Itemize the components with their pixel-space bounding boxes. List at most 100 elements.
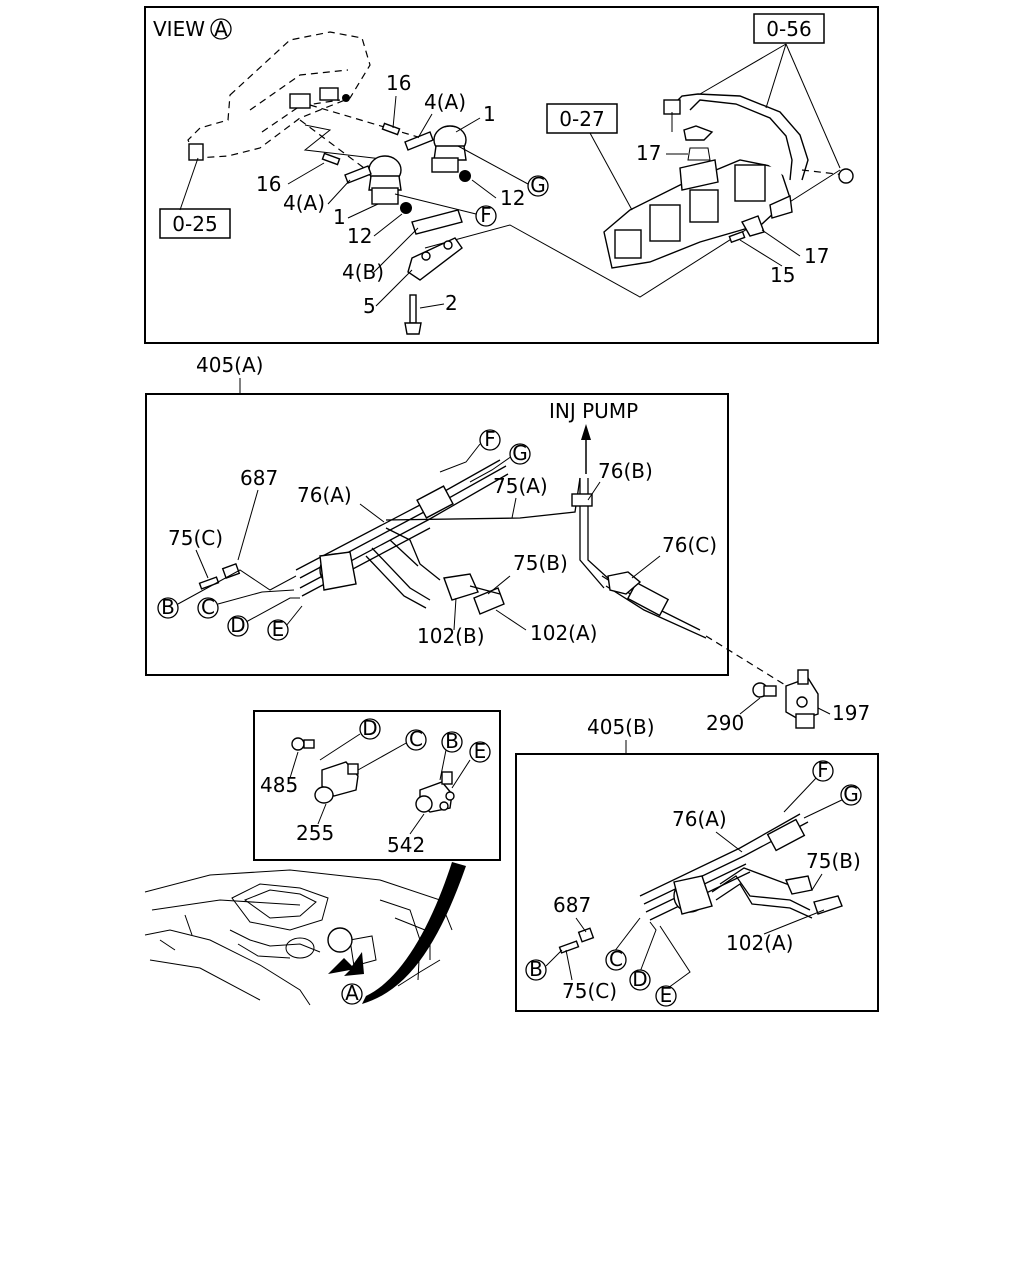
svg-text:12: 12 [500, 186, 525, 210]
svg-text:0-25: 0-25 [172, 212, 217, 236]
group-405b-label: 405(B) [587, 715, 655, 739]
marker-b-detail: B [441, 729, 463, 753]
svg-text:76(B): 76(B) [598, 459, 653, 483]
adapter-plate-5 [407, 237, 463, 281]
view-a-panel: VIEW A 0-56 0-27 0-25 [144, 6, 879, 344]
svg-text:D: D [362, 716, 377, 740]
marker-b-405a: B [157, 595, 179, 619]
svg-text:75(B): 75(B) [806, 849, 861, 873]
egr-valve-upper[interactable] [431, 125, 471, 182]
marker-g-405a: G [509, 441, 531, 465]
marker-d-detail: D [359, 716, 381, 740]
svg-text:76(A): 76(A) [297, 483, 352, 507]
bracket-17 [728, 215, 765, 244]
egr-valve-lower[interactable] [368, 155, 412, 214]
svg-text:E: E [272, 617, 285, 641]
bolt-2 [404, 294, 422, 335]
vsv-542 [415, 771, 455, 813]
marker-c-405a: C [197, 595, 219, 619]
marker-f-405b: F [812, 758, 834, 782]
detail-panel: 485 255 542 D C B E [253, 710, 501, 861]
vsv-197-group: 290 197 [706, 669, 870, 735]
svg-text:102(A): 102(A) [530, 621, 597, 645]
group-405a-frame [145, 393, 729, 676]
svg-text:E: E [474, 739, 487, 763]
ref-box-0-25[interactable]: 0-25 [159, 208, 231, 239]
svg-text:B: B [161, 595, 175, 619]
svg-text:0-56: 0-56 [766, 17, 811, 41]
svg-text:16: 16 [386, 71, 411, 95]
view-title-marker: A [210, 17, 232, 41]
svg-text:F: F [817, 758, 829, 782]
svg-text:16: 16 [256, 172, 281, 196]
stud-16-lower [321, 152, 341, 166]
svg-text:75(A): 75(A) [493, 474, 548, 498]
view-title: VIEW [153, 17, 205, 41]
marker-e-405b: E [655, 983, 677, 1007]
svg-text:A: A [214, 17, 228, 41]
part-labels-view-a: 16 4(A) 1 17 16 4(A) 12 1 12 4(B) 5 2 15 [256, 71, 829, 318]
svg-text:1: 1 [333, 205, 346, 229]
hose-bundle-405b [639, 813, 843, 921]
svg-text:687: 687 [240, 466, 278, 490]
svg-text:2: 2 [445, 291, 458, 315]
svg-text:D: D [632, 967, 647, 991]
gasket-4a-upper [404, 131, 434, 151]
svg-text:B: B [529, 957, 543, 981]
group-405a-panel: 405(A) INJ PUMP [145, 353, 791, 689]
svg-text:17: 17 [636, 141, 661, 165]
part-197: 197 [832, 701, 870, 725]
intake-manifold-drawing [187, 31, 371, 161]
svg-text:76(C): 76(C) [662, 533, 717, 557]
svg-text:F: F [480, 203, 492, 227]
svg-text:C: C [409, 727, 423, 751]
engine-bay-sketch: A [144, 862, 466, 1006]
svg-text:102(B): 102(B) [417, 624, 485, 648]
svg-text:75(B): 75(B) [513, 551, 568, 575]
svg-text:75(C): 75(C) [168, 526, 223, 550]
svg-text:17: 17 [804, 244, 829, 268]
svg-text:76(A): 76(A) [672, 807, 727, 831]
marker-g-405b: G [840, 782, 862, 806]
vsv-255 [291, 737, 359, 804]
inj-pump-label: INJ PUMP [549, 399, 638, 423]
svg-text:5: 5 [363, 294, 376, 318]
svg-text:75(C): 75(C) [562, 979, 617, 1003]
svg-text:687: 687 [553, 893, 591, 917]
marker-c-405b: C [605, 947, 627, 971]
marker-d-405a: D [227, 613, 249, 637]
part-542: 542 [387, 833, 425, 857]
svg-text:12: 12 [347, 224, 372, 248]
marker-c-detail: C [405, 727, 427, 751]
view-arrow [328, 952, 364, 976]
part-labels-405b: 76(A) 75(B) 687 102(A) 75(C) [553, 807, 861, 1003]
svg-text:G: G [530, 173, 546, 197]
svg-text:4(A): 4(A) [283, 191, 325, 215]
group-405b-panel: 405(B) 76(A) 75(B) 68 [515, 715, 879, 1012]
svg-text:A: A [345, 981, 359, 1005]
marker-f-view-a: F [394, 193, 497, 227]
part-290: 290 [706, 711, 744, 735]
part-485: 485 [260, 773, 298, 797]
curved-arrow [362, 862, 466, 1004]
ref-box-0-56[interactable]: 0-56 [753, 13, 825, 44]
marker-d-405b: D [629, 967, 651, 991]
marker-e-detail: E [469, 739, 491, 763]
group-405a-label: 405(A) [196, 353, 263, 377]
manifold-flange [289, 93, 311, 109]
group-405b-frame [515, 753, 879, 1012]
svg-text:15: 15 [770, 263, 795, 287]
hose-bundle-405a [295, 459, 509, 609]
ref-box-0-27[interactable]: 0-27 [546, 103, 618, 134]
svg-text:G: G [843, 782, 859, 806]
gasket-4b [411, 209, 463, 235]
svg-text:1: 1 [483, 102, 496, 126]
marker-e-405a: E [267, 617, 289, 641]
marker-a-engine: A [341, 981, 363, 1005]
stud-16-upper [381, 122, 401, 136]
svg-text:C: C [609, 947, 623, 971]
marker-f-405a: F [479, 427, 501, 451]
svg-text:G: G [512, 441, 528, 465]
detail-frame [253, 710, 501, 861]
